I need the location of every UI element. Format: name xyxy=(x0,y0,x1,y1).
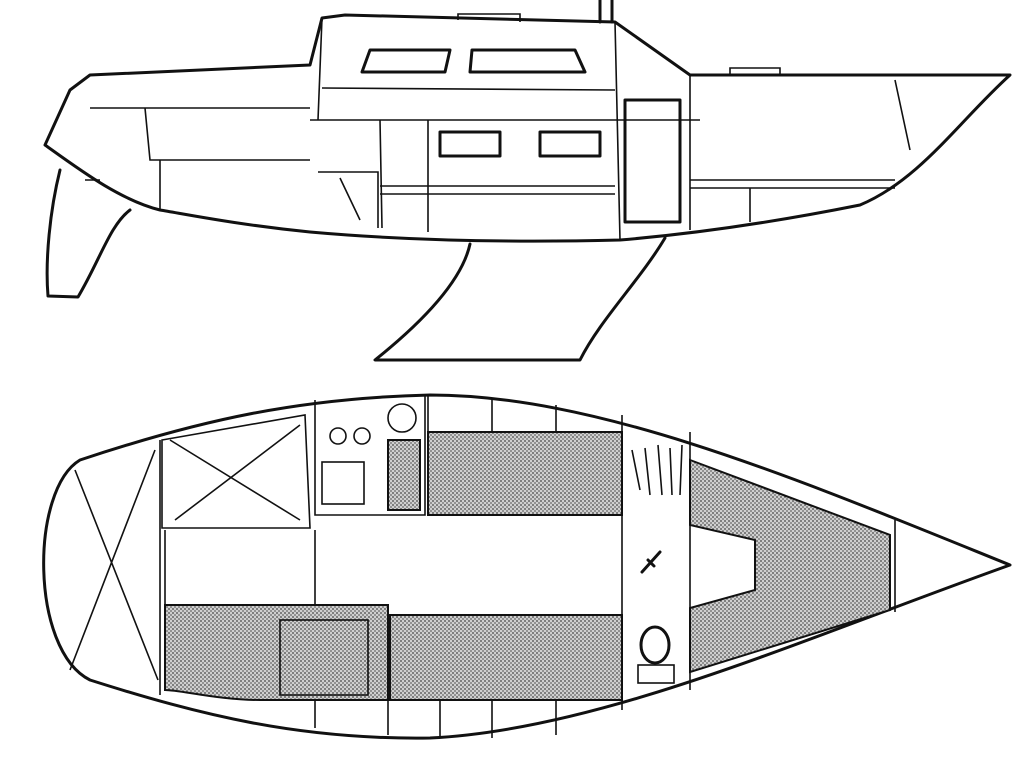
table xyxy=(279,619,369,696)
profile-view xyxy=(43,0,1012,362)
hull-plan xyxy=(42,393,1012,740)
foredeck-hatch xyxy=(729,67,781,75)
port-settee xyxy=(389,614,623,701)
mast-stub xyxy=(598,0,614,24)
hanging-locker xyxy=(631,444,683,496)
forward-hatch-door xyxy=(623,98,682,224)
interior-lines xyxy=(85,79,911,232)
keel xyxy=(373,236,667,362)
cockpit-locker xyxy=(161,414,311,529)
cabin-window-2 xyxy=(468,48,587,74)
hatch xyxy=(457,13,521,22)
toilet-base xyxy=(637,664,675,684)
starboard-settee xyxy=(427,431,623,516)
port-light-1 xyxy=(438,130,502,158)
toilet xyxy=(639,625,671,665)
galley xyxy=(314,395,426,516)
port-light-2 xyxy=(538,130,602,158)
stove-burner xyxy=(353,427,371,445)
stern-locker xyxy=(69,440,161,695)
quarter-berth xyxy=(164,604,389,701)
bulkheads xyxy=(164,395,896,738)
mast-step-icon xyxy=(640,550,662,574)
galley-counter xyxy=(387,439,421,511)
rudder xyxy=(45,168,132,299)
cabin-side xyxy=(317,17,691,241)
sink xyxy=(321,461,365,505)
v-berth xyxy=(689,458,891,674)
cabin-window-1 xyxy=(360,48,452,74)
stove-burner xyxy=(387,403,417,433)
stove-burner xyxy=(329,427,347,445)
layout-plan-view xyxy=(42,393,1012,740)
